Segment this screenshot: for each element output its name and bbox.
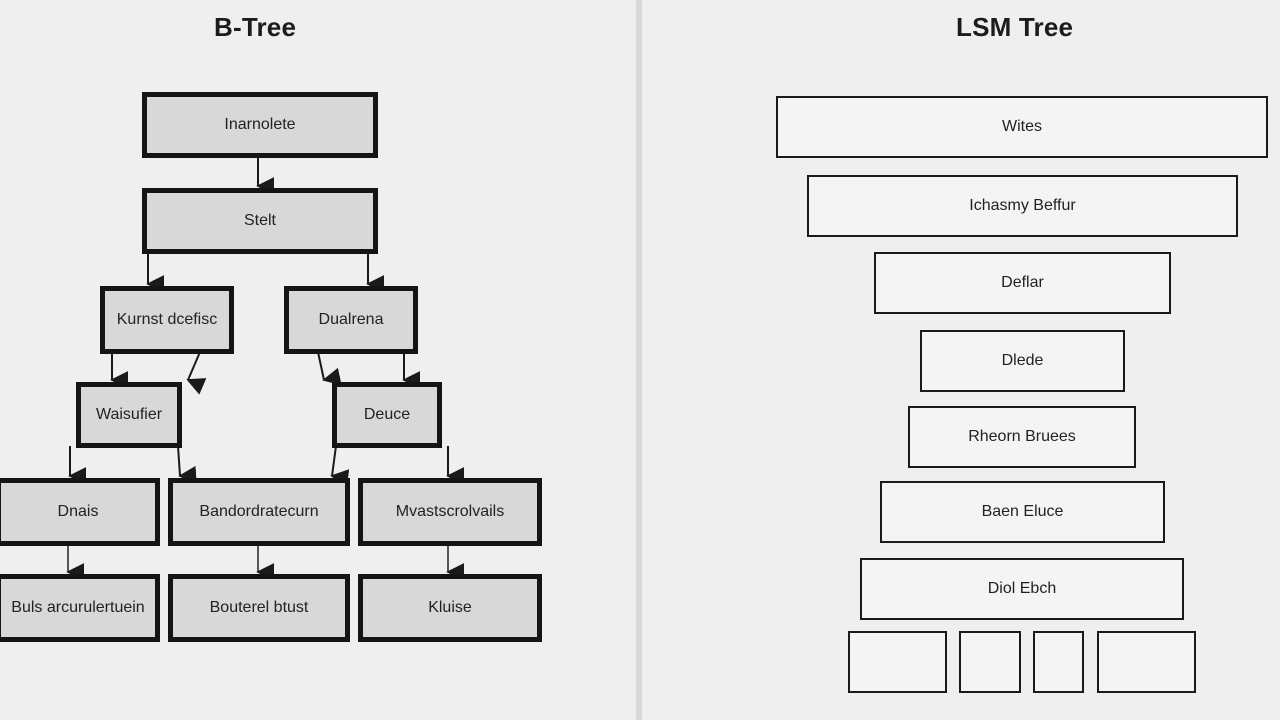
btree-node-l5-a: Buls arcurulertuein — [0, 574, 160, 642]
lsm-bottom-block-4 — [1097, 631, 1196, 693]
lsm-level-6: Diol Ebch — [860, 558, 1184, 620]
edge-l3right-l4b — [330, 445, 350, 488]
edge-l2left-l3left-b — [186, 351, 207, 395]
lsm-level-3: Dlede — [920, 330, 1125, 392]
lsm-panel: LSM Tree Wites Ichasmy Beffur Deflar Dle… — [642, 0, 1280, 720]
btree-node-root: Inarnolete — [142, 92, 378, 158]
btree-node-l4-b: Bandordratecurn — [168, 478, 350, 546]
btree-node-l3-right: Deuce — [332, 382, 442, 448]
lsm-level-5: Baen Eluce — [880, 481, 1165, 543]
btree-panel: B-Tree Inarnolete Stelt Kurnst dcefisc D… — [0, 0, 636, 720]
btree-node-l4-c: Mvastscrolvails — [358, 478, 542, 546]
btree-node-l4-a: Dnais — [0, 478, 160, 546]
lsm-bottom-block-1 — [848, 631, 947, 693]
lsm-bottom-block-2 — [959, 631, 1021, 693]
btree-node-l2-left: Kurnst dcefisc — [100, 286, 234, 354]
btree-node-l5-b: Bouterel btust — [168, 574, 350, 642]
lsm-level-0: Wites — [776, 96, 1268, 158]
lsm-level-2: Deflar — [874, 252, 1171, 314]
lsm-title: LSM Tree — [956, 12, 1074, 42]
btree-title: B-Tree — [214, 12, 297, 42]
btree-node-l3-left: Waisufier — [76, 382, 182, 448]
lsm-level-4: Rheorn Bruees — [908, 406, 1136, 468]
btree-node-l2-right: Dualrena — [284, 286, 418, 354]
btree-node-l5-c: Kluise — [358, 574, 542, 642]
btree-node-level1: Stelt — [142, 188, 378, 254]
edge-l3left-l4b — [177, 445, 197, 484]
lsm-level-1: Ichasmy Beffur — [807, 175, 1238, 237]
panel-divider — [636, 0, 642, 720]
edge-l2right-l3right-a — [317, 351, 342, 386]
lsm-bottom-block-3 — [1033, 631, 1084, 693]
